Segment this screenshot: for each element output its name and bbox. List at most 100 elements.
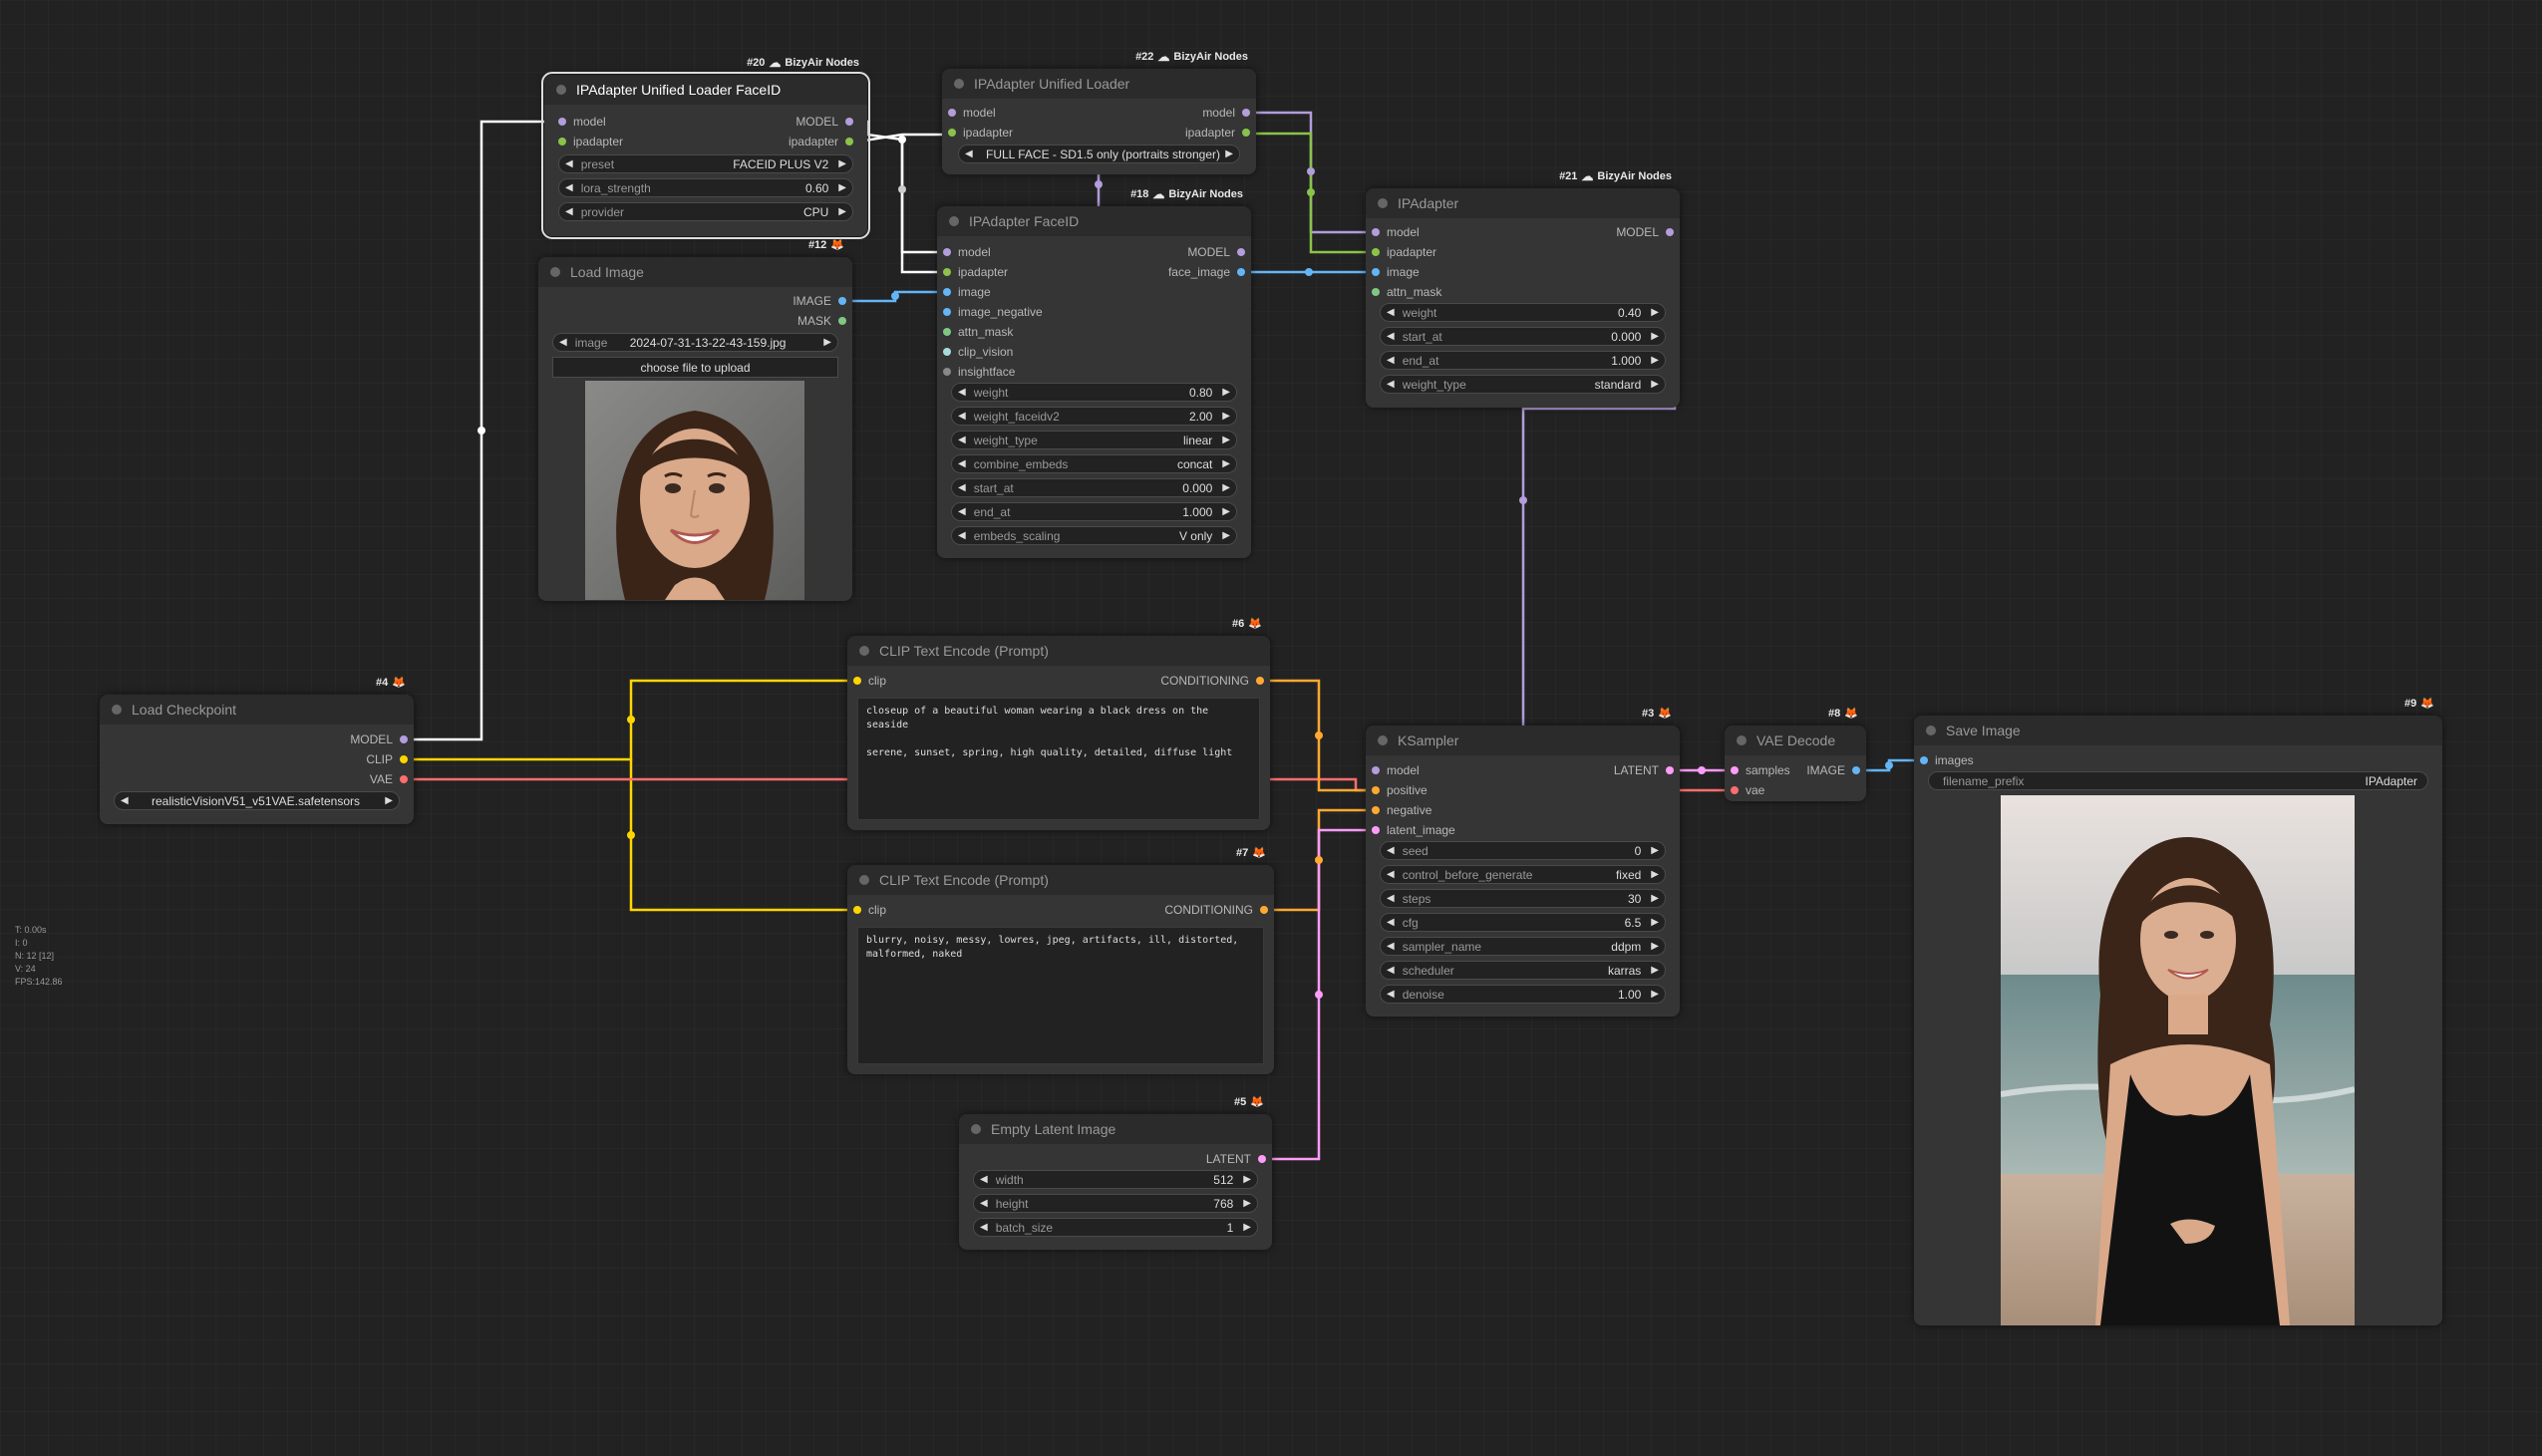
decrement-arrow-icon[interactable]: ◀ xyxy=(958,530,966,541)
node-ipadapter[interactable]: #21☁BizyAir Nodes IPAdapter model ipadap… xyxy=(1366,169,1680,408)
input-slot-ipadapter[interactable]: ipadapter xyxy=(558,134,623,149)
increment-arrow-icon[interactable]: ▶ xyxy=(1651,355,1659,366)
node-ipadapter-unified-loader[interactable]: #22☁BizyAir Nodes IPAdapter Unified Load… xyxy=(942,50,1256,174)
output-slot-model[interactable]: MODEL xyxy=(350,731,408,747)
decrement-arrow-icon[interactable]: ◀ xyxy=(1387,355,1395,366)
prompt-textarea[interactable]: blurry, noisy, messy, lowres, jpeg, arti… xyxy=(857,927,1264,1064)
output-slot-image[interactable]: IMAGE xyxy=(793,293,846,309)
increment-arrow-icon[interactable]: ▶ xyxy=(1243,1174,1251,1185)
node-title-bar[interactable]: Save Image xyxy=(1914,716,2442,745)
output-slot-mask[interactable]: MASK xyxy=(797,313,846,329)
input-slot-latent-image[interactable]: latent_image xyxy=(1372,822,1455,838)
node-clip-text-encode-positive[interactable]: #6🦊 CLIP Text Encode (Prompt) clip CONDI… xyxy=(847,618,1270,830)
output-slot-model[interactable]: MODEL xyxy=(1187,244,1245,260)
input-slot-model[interactable]: model xyxy=(1372,762,1420,778)
input-slot-model[interactable]: model xyxy=(558,114,606,130)
increment-arrow-icon[interactable]: ▶ xyxy=(1222,411,1230,422)
increment-arrow-icon[interactable]: ▶ xyxy=(1651,869,1659,880)
decrement-arrow-icon[interactable]: ◀ xyxy=(1387,379,1395,390)
increment-arrow-icon[interactable]: ▶ xyxy=(1651,989,1659,1000)
decrement-arrow-icon[interactable]: ◀ xyxy=(965,148,973,159)
node-title-bar[interactable]: KSampler xyxy=(1366,726,1680,755)
collapse-dot-icon[interactable] xyxy=(859,875,869,885)
decrement-arrow-icon[interactable]: ◀ xyxy=(1387,965,1395,976)
widget-preset[interactable]: ◀FULL FACE - SD1.5 only (portraits stron… xyxy=(958,145,1240,163)
decrement-arrow-icon[interactable]: ◀ xyxy=(958,435,966,445)
input-slot-clip[interactable]: clip xyxy=(853,902,886,918)
decrement-arrow-icon[interactable]: ◀ xyxy=(958,411,966,422)
decrement-arrow-icon[interactable]: ◀ xyxy=(958,506,966,517)
input-slot-model[interactable]: model xyxy=(943,244,991,260)
node-ipadapter-unified-loader-faceid[interactable]: #20☁BizyAir Nodes IPAdapter Unified Load… xyxy=(541,56,870,239)
increment-arrow-icon[interactable]: ▶ xyxy=(1225,148,1233,159)
node-ksampler[interactable]: #3🦊 KSampler model positive negative lat… xyxy=(1366,708,1680,1017)
input-slot-model[interactable]: model xyxy=(1372,224,1420,240)
collapse-dot-icon[interactable] xyxy=(1378,198,1388,208)
node-title-bar[interactable]: Empty Latent Image xyxy=(959,1114,1272,1144)
increment-arrow-icon[interactable]: ▶ xyxy=(1222,530,1230,541)
decrement-arrow-icon[interactable]: ◀ xyxy=(121,795,129,806)
increment-arrow-icon[interactable]: ▶ xyxy=(838,206,846,217)
collapse-dot-icon[interactable] xyxy=(971,1124,981,1134)
output-slot-vae[interactable]: VAE xyxy=(370,771,408,787)
input-slot-ipadapter[interactable]: ipadapter xyxy=(943,264,1008,280)
collapse-dot-icon[interactable] xyxy=(1737,735,1747,745)
decrement-arrow-icon[interactable]: ◀ xyxy=(1387,941,1395,952)
collapse-dot-icon[interactable] xyxy=(112,705,122,715)
decrement-arrow-icon[interactable]: ◀ xyxy=(958,458,966,469)
input-slot-clip-vision[interactable]: clip_vision xyxy=(943,344,1013,360)
collapse-dot-icon[interactable] xyxy=(949,216,959,226)
output-slot-image[interactable]: IMAGE xyxy=(1806,762,1860,778)
node-title-bar[interactable]: CLIP Text Encode (Prompt) xyxy=(847,865,1274,895)
increment-arrow-icon[interactable]: ▶ xyxy=(1651,331,1659,342)
decrement-arrow-icon[interactable]: ◀ xyxy=(565,206,573,217)
output-slot-face-image[interactable]: face_image xyxy=(1168,264,1245,280)
node-title-bar[interactable]: IPAdapter xyxy=(1366,188,1680,218)
node-title-bar[interactable]: IPAdapter Unified Loader xyxy=(942,69,1256,99)
input-slot-vae[interactable]: vae xyxy=(1731,782,1764,798)
input-slot-negative[interactable]: negative xyxy=(1372,802,1431,818)
decrement-arrow-icon[interactable]: ◀ xyxy=(1387,893,1395,904)
collapse-dot-icon[interactable] xyxy=(859,646,869,656)
increment-arrow-icon[interactable]: ▶ xyxy=(1651,845,1659,856)
decrement-arrow-icon[interactable]: ◀ xyxy=(565,158,573,169)
input-slot-ipadapter[interactable]: ipadapter xyxy=(1372,244,1436,260)
collapse-dot-icon[interactable] xyxy=(550,267,560,277)
increment-arrow-icon[interactable]: ▶ xyxy=(1222,387,1230,398)
input-slot-clip[interactable]: clip xyxy=(853,673,886,689)
output-slot-model[interactable]: model xyxy=(1202,105,1250,121)
prompt-textarea[interactable]: closeup of a beautiful woman wearing a b… xyxy=(857,698,1260,820)
node-load-checkpoint[interactable]: #4🦊 Load Checkpoint MODEL CLIP VAE ◀real… xyxy=(100,677,414,824)
output-slot-latent[interactable]: LATENT xyxy=(1206,1151,1266,1167)
decrement-arrow-icon[interactable]: ◀ xyxy=(1387,989,1395,1000)
increment-arrow-icon[interactable]: ▶ xyxy=(1651,893,1659,904)
decrement-arrow-icon[interactable]: ◀ xyxy=(980,1198,988,1209)
output-slot-clip[interactable]: CLIP xyxy=(366,751,408,767)
input-slot-model[interactable]: model xyxy=(948,105,996,121)
output-slot-model[interactable]: MODEL xyxy=(1616,224,1674,240)
node-title-bar[interactable]: IPAdapter FaceID xyxy=(937,206,1251,236)
input-slot-ipadapter[interactable]: ipadapter xyxy=(948,125,1013,141)
node-title-bar[interactable]: IPAdapter Unified Loader FaceID xyxy=(544,75,867,105)
input-slot-image-negative[interactable]: image_negative xyxy=(943,304,1043,320)
collapse-dot-icon[interactable] xyxy=(556,85,566,95)
